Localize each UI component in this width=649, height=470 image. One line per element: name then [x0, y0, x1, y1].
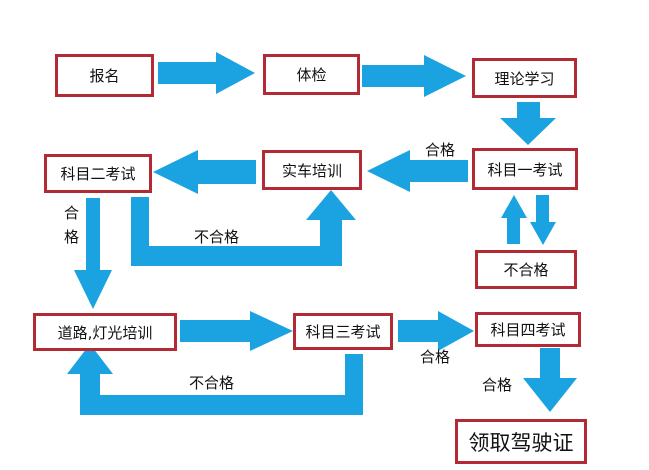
- edge-label-pass-k3: 合格: [420, 348, 451, 366]
- arrow-kemu3-fail-loop: [67, 344, 363, 415]
- node-kemu2: 科目二考试: [44, 154, 152, 193]
- arrow-kemu3-to-kemu4: [398, 311, 474, 351]
- arrow-kemu2-to-daolu: [74, 198, 112, 309]
- node-lilun: 理论学习: [472, 58, 577, 98]
- edge-label-fail-k2: 不合格: [194, 228, 240, 246]
- node-kemu1: 科目一考试: [472, 148, 578, 190]
- node-baoming: 报名: [55, 54, 154, 97]
- arrow-fail1-to-kemu1: [501, 195, 527, 244]
- node-fail1: 不合格: [475, 250, 577, 289]
- node-tijian: 体检: [263, 54, 360, 95]
- node-license: 领取驾驶证: [455, 419, 587, 464]
- arrow-kemu2-fail-loop: [131, 190, 356, 266]
- arrow-lilun-to-kemu1: [500, 102, 556, 145]
- node-shiche: 实车培训: [262, 150, 362, 190]
- node-kemu3: 科目三考试: [293, 313, 393, 350]
- arrow-baoming-to-tijian: [158, 52, 255, 94]
- edge-label-fail-k3: 不合格: [189, 374, 235, 392]
- arrow-tijian-to-lilun: [362, 55, 466, 97]
- node-daolu: 道路,灯光培训: [33, 313, 177, 351]
- arrow-shiche-to-kemu2: [153, 150, 256, 194]
- arrow-kemu1-to-fail1: [530, 195, 556, 245]
- edge-label-pass-k1: 合格: [425, 141, 456, 159]
- arrow-kemu4-to-license: [523, 348, 577, 412]
- node-kemu4: 科目四考试: [475, 312, 581, 347]
- arrow-kemu1-to-shiche: [367, 150, 468, 192]
- edge-label-pass-k2: 合格: [64, 204, 80, 246]
- arrow-daolu-to-kemu3: [180, 311, 293, 351]
- edge-label-pass-k4: 合格: [482, 376, 513, 394]
